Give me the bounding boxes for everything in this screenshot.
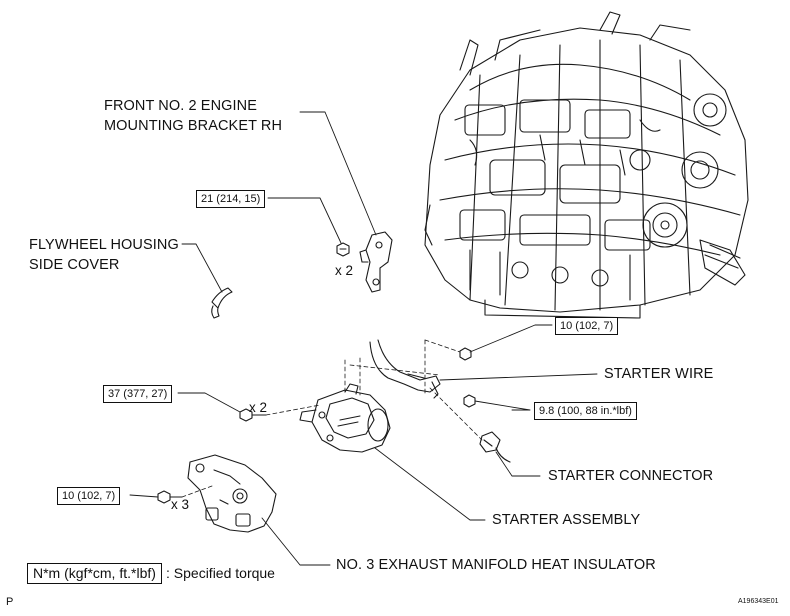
- label-starter-connector: STARTER CONNECTOR: [548, 468, 714, 484]
- starter-assembly-drawing: [299, 383, 391, 453]
- qty-bracket-bolts: x 2: [335, 263, 354, 278]
- wire-nut-lower-drawing: [463, 394, 476, 408]
- starter-wire-drawing: [369, 339, 441, 399]
- starter-bolt-drawing: [239, 408, 267, 422]
- figure-code: A196343E01: [738, 598, 779, 605]
- starter-connector-drawing: [479, 431, 511, 463]
- label-bracket-line2: MOUNTING BRACKET RH: [104, 118, 283, 134]
- torque-bracket: 21 (214, 15): [196, 190, 266, 208]
- insulator-bolt-drawing: [157, 490, 183, 504]
- flywheel-cover-drawing: [211, 287, 233, 319]
- bracket-bolt-drawing: [336, 242, 350, 257]
- qty-insulator-bolts: x 3: [171, 497, 190, 512]
- label-flywheel-line2: SIDE COVER: [29, 257, 120, 273]
- wire-nut-upper-drawing: [459, 347, 472, 361]
- legend-description: : Specified torque: [166, 565, 275, 581]
- qty-starter-bolts: x 2: [249, 400, 268, 415]
- torque-wire-upper-nut: 10 (102, 7): [555, 317, 619, 335]
- legend-torque-unit: N*m (kgf*cm, ft.*lbf): [27, 563, 162, 584]
- heat-insulator-drawing: [187, 454, 277, 533]
- mounting-bracket-drawing: [359, 231, 393, 293]
- torque-wire-lower-nut: 9.8 (100, 88 in.*lbf): [534, 402, 637, 420]
- torque-insulator-bolt: 10 (102, 7): [57, 487, 121, 505]
- label-starter-wire: STARTER WIRE: [604, 366, 714, 382]
- torque-starter-bolt: 37 (377, 27): [103, 385, 173, 403]
- label-heat-insulator: NO. 3 EXHAUST MANIFOLD HEAT INSULATOR: [336, 557, 656, 573]
- corner-mark-left: P: [6, 596, 14, 608]
- label-flywheel-line1: FLYWHEEL HOUSING: [29, 237, 179, 253]
- label-starter-assembly: STARTER ASSEMBLY: [492, 512, 641, 528]
- engine-assembly-drawing: [424, 11, 749, 319]
- label-bracket-line1: FRONT NO. 2 ENGINE: [104, 98, 257, 114]
